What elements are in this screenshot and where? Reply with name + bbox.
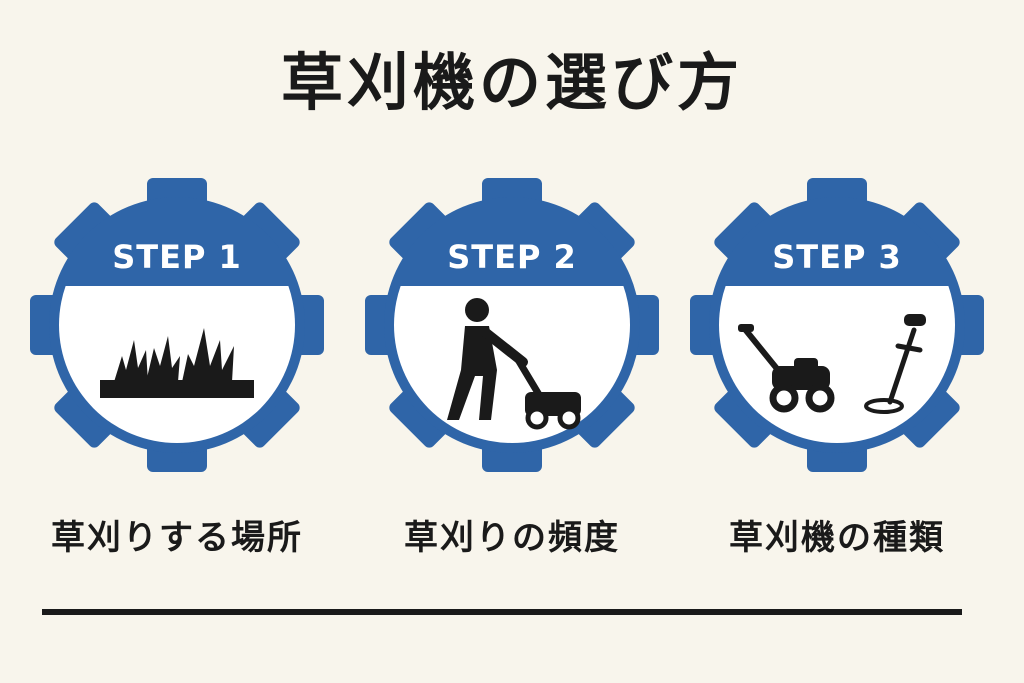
divider [42,609,962,615]
step-caption: 草刈りの頻度 [404,518,620,558]
step-label: STEP 2 [447,238,577,276]
person-mowing-icon [447,298,581,430]
gear-icon [22,170,332,480]
step-3: STEP 3 草刈機の種類 [682,170,992,570]
mower-and-trimmer-icon [738,314,926,414]
gear-icon [357,170,667,480]
step-caption: 草刈りする場所 [51,518,303,558]
page-title: 草刈機の選び方 [280,46,743,119]
step-label: STEP 1 [112,238,242,276]
gear-icon [682,170,992,480]
step-1: STEP 1 草刈りする場所 [22,170,332,570]
grass-icon [100,328,254,398]
step-2: STEP 2 草刈りの頻度 [357,170,667,570]
step-label: STEP 3 [772,238,902,276]
step-caption: 草刈機の種類 [729,518,945,558]
